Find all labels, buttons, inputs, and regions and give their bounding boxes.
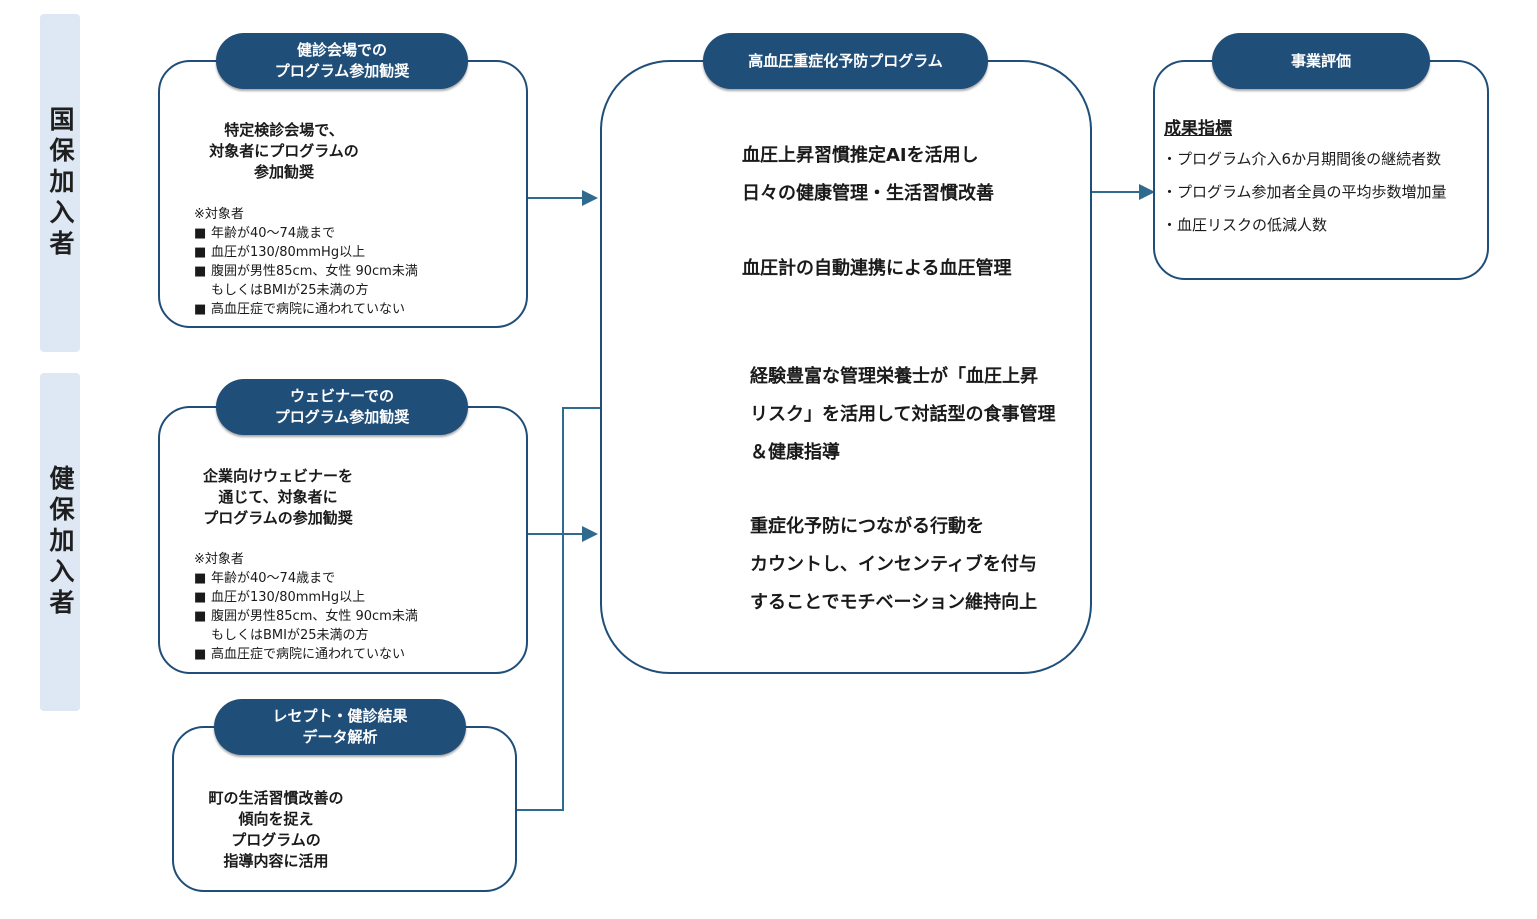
program-item-monitor-line1: 血圧計の自動連携による血圧管理 [742,258,1012,279]
program-item-dietitian: 経験豊富な管理栄養士が「血圧上昇 リスク」を活用して対話型の食事管理 ＆健康指導 [750,358,1085,472]
kenshin-lead-line2: 対象者にプログラムの [209,142,359,160]
program-box [600,60,1092,674]
kenshin-lead-line3: 参加勧奨 [253,163,314,181]
kenshin-criterion: 年齢が40～74歳まで [211,226,336,241]
kenshin-criterion: 高血圧症で病院に通われていない [211,302,405,317]
webinar-criterion: もしくはBMIが25未満の方 [211,628,369,643]
program-header-text: 高血圧重症化予防プログラム [748,51,943,70]
program-item-ai-line1: 血圧上昇習慣推定AIを活用し [742,145,979,166]
kenshin-criteria: ※対象者 ■年齢が40～74歳まで ■血圧が130/80mmHg以上 ■腹囲が男… [194,205,514,319]
program-item-ai-line2: 日々の健康管理・生活習慣改善 [742,183,994,204]
webinar-header-line2: プログラム参加勧奨 [274,408,410,426]
webinar-criterion: 血圧が130/80mmHg以上 [211,590,366,605]
webinar-criterion: 年齢が40～74歳まで [211,571,336,586]
receipt-header-line1: レセプト・健診結果 [272,707,408,725]
receipt-lead-line3: プログラムの [231,831,321,849]
connector-arrows [517,184,1155,811]
receipt-header: レセプト・健診結果 データ解析 [214,699,466,755]
webinar-criterion: 高血圧症で病院に通われていない [211,647,405,662]
kenshin-target-label: ※対象者 [194,207,244,222]
webinar-lead-line3: プログラムの参加勧奨 [203,509,353,527]
kenshin-criterion: もしくはBMIが25未満の方 [211,283,369,298]
kenshin-header: 健診会場での プログラム参加勧奨 [216,33,468,89]
webinar-header-line1: ウェビナーでの [289,387,395,405]
program-item-incentive-line2: カウントし、インセンティブを付与 [750,554,1037,575]
receipt-lead-line4: 指導内容に活用 [223,852,329,870]
program-item-dietitian-line2: リスク」を活用して対話型の食事管理 [750,404,1056,425]
evaluation-item: ・血圧リスクの低減人数 [1162,216,1328,234]
receipt-header-line2: データ解析 [302,728,378,746]
evaluation-box [1153,60,1489,280]
evaluation-header-text: 事業評価 [1290,51,1351,70]
evaluation-item: ・プログラム介入6か月期間後の継続者数 [1162,150,1442,168]
webinar-header: ウェビナーでの プログラム参加勧奨 [216,379,468,435]
program-item-dietitian-line1: 経験豊富な管理栄養士が「血圧上昇 [750,366,1038,387]
program-item-monitor: 血圧計の自動連携による血圧管理 [742,250,1082,288]
webinar-criteria: ※対象者 ■年齢が40～74歳まで ■血圧が130/80mmHg以上 ■腹囲が男… [194,550,514,664]
program-item-incentive: 重症化予防につながる行動を カウントし、インセンティブを付与 することでモチベー… [750,508,1085,622]
webinar-lead-line2: 通じて、対象者に [218,488,338,506]
kenshin-header-line2: プログラム参加勧奨 [274,62,410,80]
side-label-kokuho: 国保加入者 [40,14,80,352]
kenshin-lead-line1: 特定検診会場で、 [224,121,344,139]
webinar-criterion: 腹囲が男性85cm、女性 90cm未満 [211,609,418,624]
kenshin-criterion: 腹囲が男性85cm、女性 90cm未満 [211,264,418,279]
side-label-kenpo: 健保加入者 [40,373,80,711]
webinar-lead: 企業向けウェビナーを 通じて、対象者に プログラムの参加勧奨 [180,466,376,529]
program-item-incentive-line3: することでモチベーション維持向上 [750,592,1038,613]
kenshin-criterion: 血圧が130/80mmHg以上 [211,245,366,260]
evaluation-title: 成果指標 [1164,119,1232,139]
arrow-receipt-to-program [517,400,638,811]
side-label-kokuho-text: 国保加入者 [46,105,75,261]
kenshin-lead: 特定検診会場で、 対象者にプログラムの 参加勧奨 [186,120,382,183]
program-item-dietitian-line3: ＆健康指導 [750,442,840,463]
program-item-ai: 血圧上昇習慣推定AIを活用し 日々の健康管理・生活習慣改善 [742,137,1082,213]
program-header: 高血圧重症化予防プログラム [703,33,988,89]
program-item-incentive-line1: 重症化予防につながる行動を [750,516,984,537]
evaluation-header: 事業評価 [1212,33,1430,89]
receipt-lead-line1: 町の生活習慣改善の [208,789,344,807]
webinar-target-label: ※対象者 [194,552,244,567]
receipt-lead-line2: 傾向を捉え [238,810,314,828]
evaluation-item: ・プログラム参加者全員の平均歩数増加量 [1162,183,1447,201]
webinar-lead-line1: 企業向けウェビナーを [202,467,353,485]
kenshin-header-line1: 健診会場での [296,41,387,59]
side-label-kenpo-text: 健保加入者 [46,464,75,620]
receipt-lead: 町の生活習慣改善の 傾向を捉え プログラムの 指導内容に活用 [186,788,366,872]
